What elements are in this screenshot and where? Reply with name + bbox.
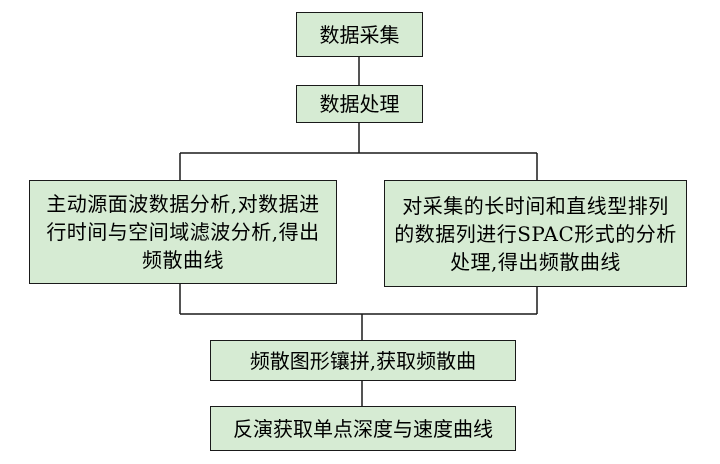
node-data-collection: 数据采集 (296, 12, 423, 57)
node-data-processing-label: 数据处理 (319, 92, 400, 116)
node-active-source-analysis-label: 主动源面波数据分析,对数据进行时间与空间域滤波分析,得出频散曲线 (46, 192, 320, 272)
node-inversion: 反演获取单点深度与速度曲线 (210, 406, 516, 451)
node-dispersion-mosaic-label: 频散图形镶拼,获取频散曲 (249, 348, 477, 373)
node-dispersion-mosaic: 频散图形镶拼,获取频散曲 (210, 340, 516, 381)
node-inversion-label: 反演获取单点深度与速度曲线 (233, 416, 493, 441)
node-spac-analysis: 对采集的长时间和直线型排列的数据列进行SPAC形式的分析处理,得出频散曲线 (384, 180, 687, 287)
node-data-processing: 数据处理 (296, 85, 423, 123)
node-data-collection-label: 数据采集 (319, 22, 400, 47)
node-active-source-analysis: 主动源面波数据分析,对数据进行时间与空间域滤波分析,得出频散曲线 (29, 180, 337, 284)
node-spac-analysis-label: 对采集的长时间和直线型排列的数据列进行SPAC形式的分析处理,得出频散曲线 (394, 193, 677, 274)
